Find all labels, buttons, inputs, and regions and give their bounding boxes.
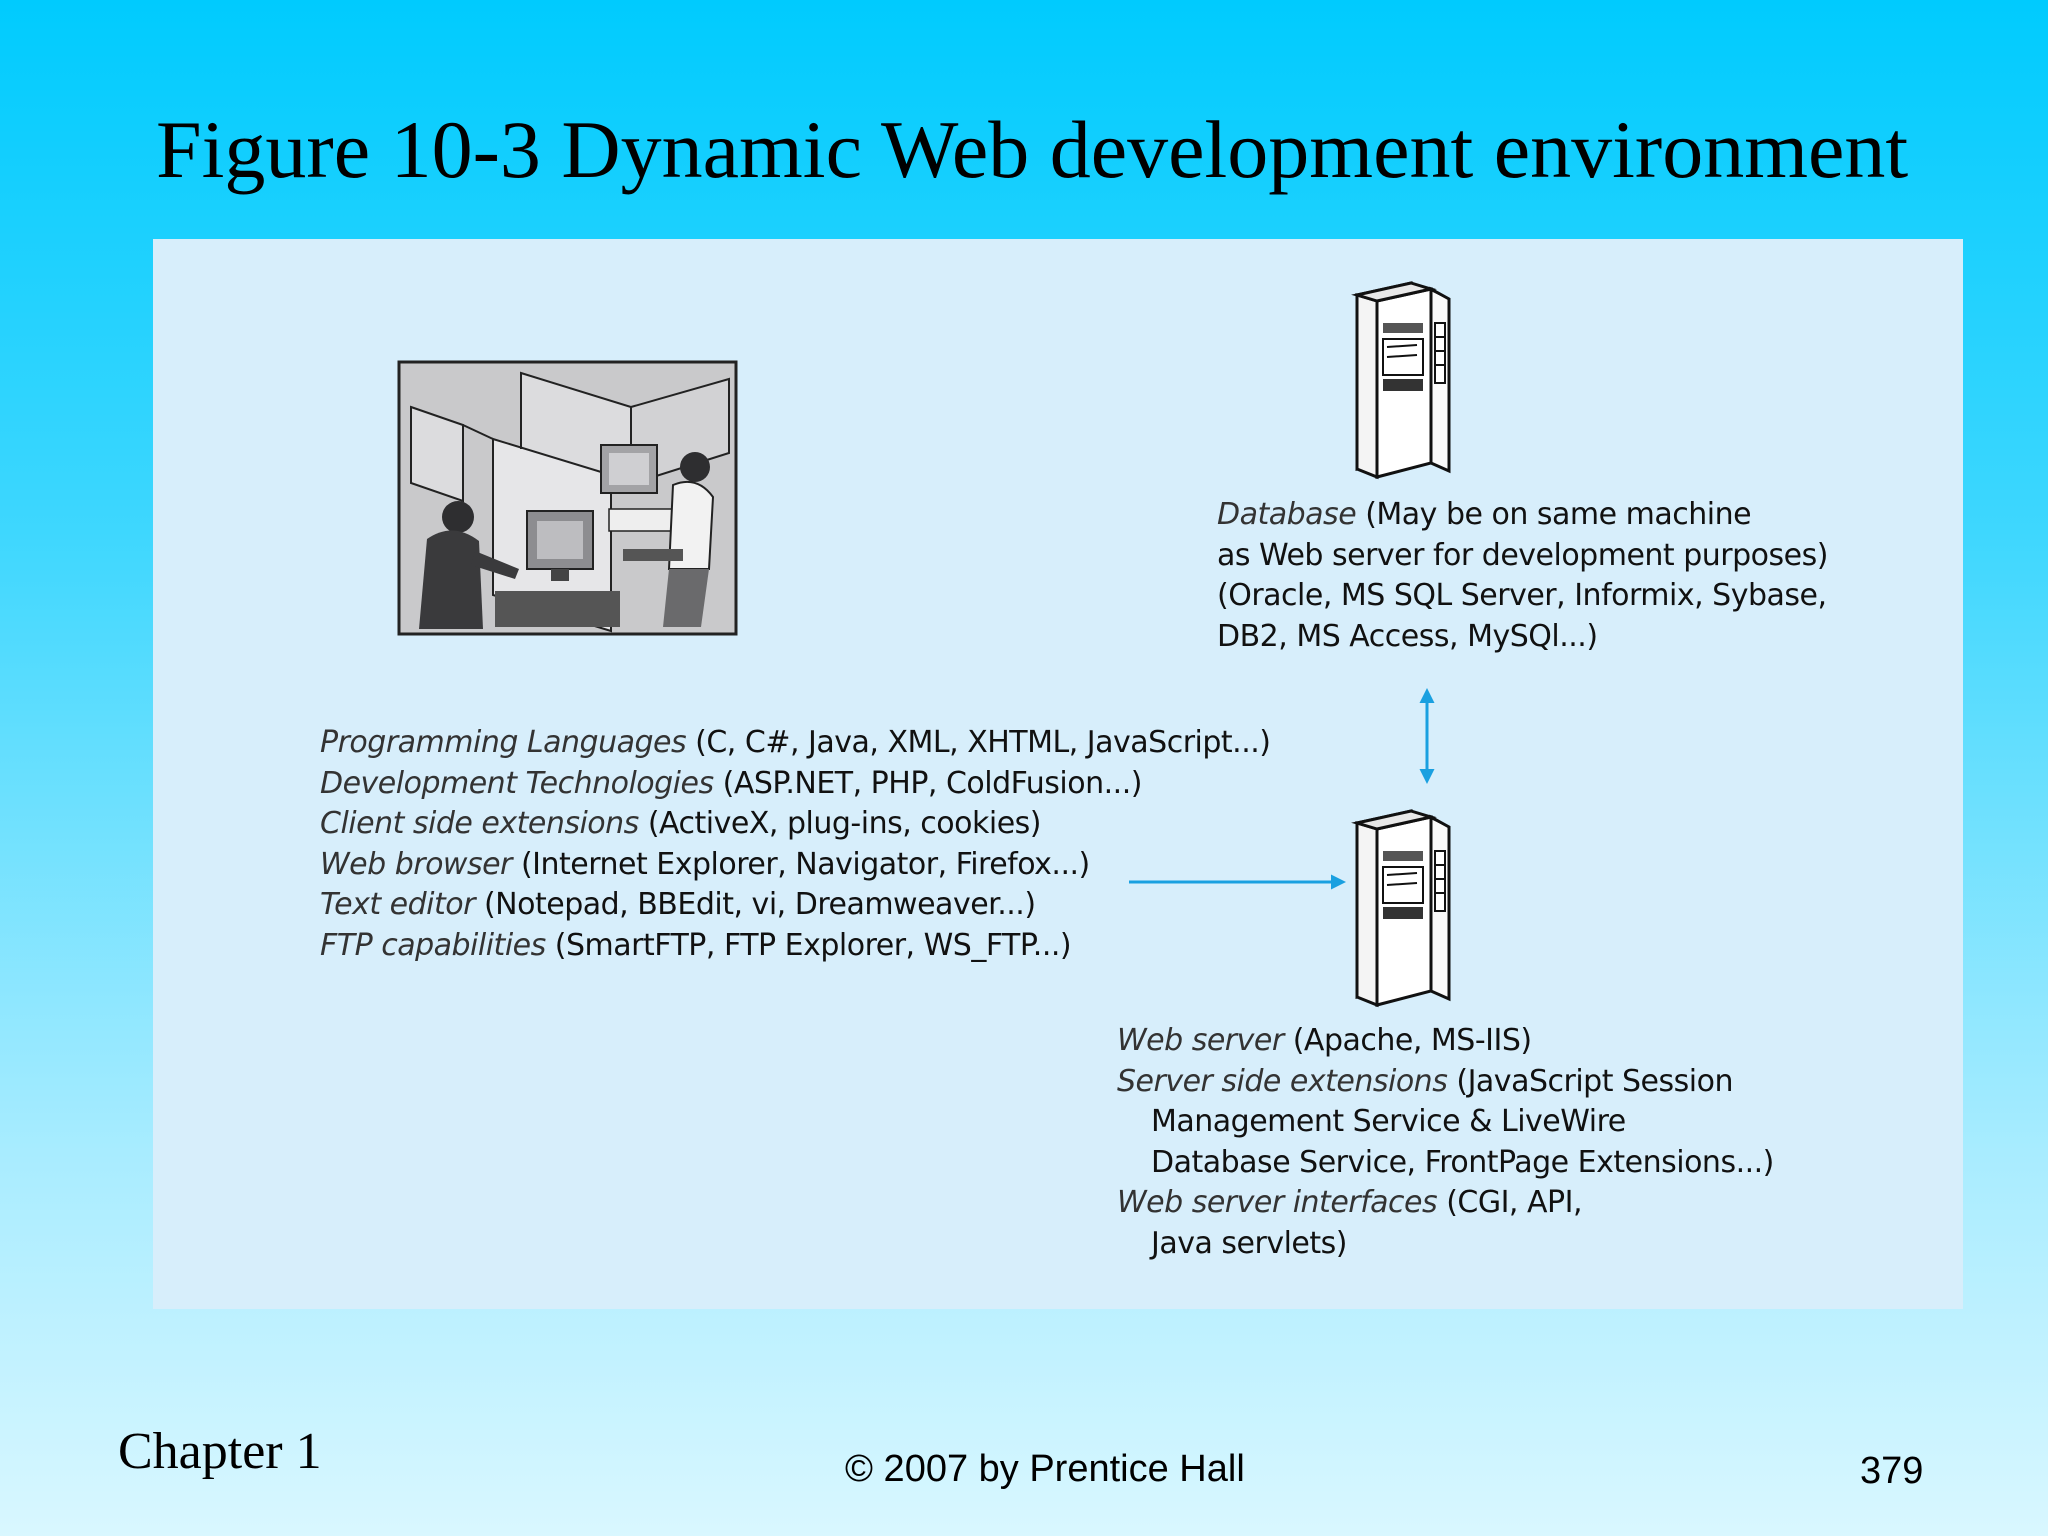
web-server-line: Java servlets) — [1151, 1225, 1347, 1261]
web-server-line: Web server interfaces (CGI, API, — [1117, 1183, 1774, 1224]
web-server-description: Web server (Apache, MS-IIS) Server side … — [1117, 1021, 1774, 1264]
web-server-line: Database Service, FrontPage Extensions..… — [1151, 1144, 1774, 1180]
dev-tool-item: Development Technologies (ASP.NET, PHP, … — [320, 764, 1271, 805]
dev-tool-item: Client side extensions (ActiveX, plug-in… — [320, 804, 1271, 845]
database-server-icon — [1351, 281, 1451, 480]
web-server-line: Server side extensions (JavaScript Sessi… — [1117, 1062, 1774, 1103]
figure-panel: Programming Languages (C, C#, Java, XML,… — [153, 239, 1963, 1309]
web-server-icon — [1351, 809, 1451, 1008]
web-server-interfaces-term: Web server interfaces — [1117, 1185, 1438, 1220]
web-server-line: Web server (Apache, MS-IIS) — [1117, 1021, 1774, 1062]
web-server-detail: (Apache, MS-IIS) — [1292, 1023, 1532, 1058]
server-side-extensions-detail: (JavaScript Session — [1456, 1063, 1733, 1099]
server-side-extensions-term: Server side extensions — [1117, 1063, 1448, 1099]
dev-tool-detail: (ASP.NET, PHP, ColdFusion...) — [722, 765, 1143, 801]
database-description: Database (May be on same machine as Web … — [1217, 495, 1828, 657]
database-line: (Oracle, MS SQL Server, Informix, Sybase… — [1217, 578, 1827, 613]
dev-tools-list: Programming Languages (C, C#, Java, XML,… — [320, 723, 1271, 966]
dev-tool-term: Client side extensions — [320, 806, 639, 841]
web-server-interfaces-detail: (CGI, API, — [1446, 1185, 1583, 1220]
database-line: Database (May be on same machine — [1217, 495, 1828, 536]
database-line: DB2, MS Access, MySQl...) — [1217, 618, 1598, 654]
footer-page-number: 379 — [1860, 1450, 1924, 1492]
dev-tool-term: Development Technologies — [320, 765, 714, 801]
slide-title: Figure 10-3 Dynamic Web development envi… — [156, 104, 1909, 195]
dev-tool-detail: (C, C#, Java, XML, XHTML, JavaScript...) — [695, 725, 1271, 760]
dev-tool-term: Text editor — [320, 887, 475, 922]
developer-workstation-icon — [397, 360, 738, 636]
dev-tool-item: Web browser (Internet Explorer, Navigato… — [320, 845, 1271, 886]
dev-tool-term: FTP capabilities — [320, 927, 546, 963]
diagram-canvas — [397, 281, 1451, 1008]
dev-tool-detail: (Internet Explorer, Navigator, Firefox..… — [520, 846, 1090, 882]
dev-tool-item: Programming Languages (C, C#, Java, XML,… — [320, 723, 1271, 764]
web-server-term: Web server — [1117, 1023, 1284, 1058]
dev-tool-detail: (Notepad, BBEdit, vi, Dreamweaver...) — [483, 887, 1036, 922]
dev-tool-item: FTP capabilities (SmartFTP, FTP Explorer… — [320, 926, 1271, 967]
footer-copyright: © 2007 by Prentice Hall — [845, 1448, 1245, 1490]
database-detail: (May be on same machine — [1365, 497, 1752, 532]
footer-chapter: Chapter 1 — [118, 1423, 322, 1480]
database-term: Database — [1217, 497, 1357, 532]
dev-tool-item: Text editor (Notepad, BBEdit, vi, Dreamw… — [320, 885, 1271, 926]
dev-tool-detail: (SmartFTP, FTP Explorer, WS_FTP...) — [554, 927, 1072, 963]
dev-tool-detail: (ActiveX, plug-ins, cookies) — [647, 806, 1042, 841]
database-line: as Web server for development purposes) — [1217, 537, 1828, 573]
dev-tool-term: Web browser — [320, 846, 512, 882]
web-server-line: Management Service & LiveWire — [1151, 1104, 1626, 1139]
dev-tool-term: Programming Languages — [320, 725, 687, 760]
